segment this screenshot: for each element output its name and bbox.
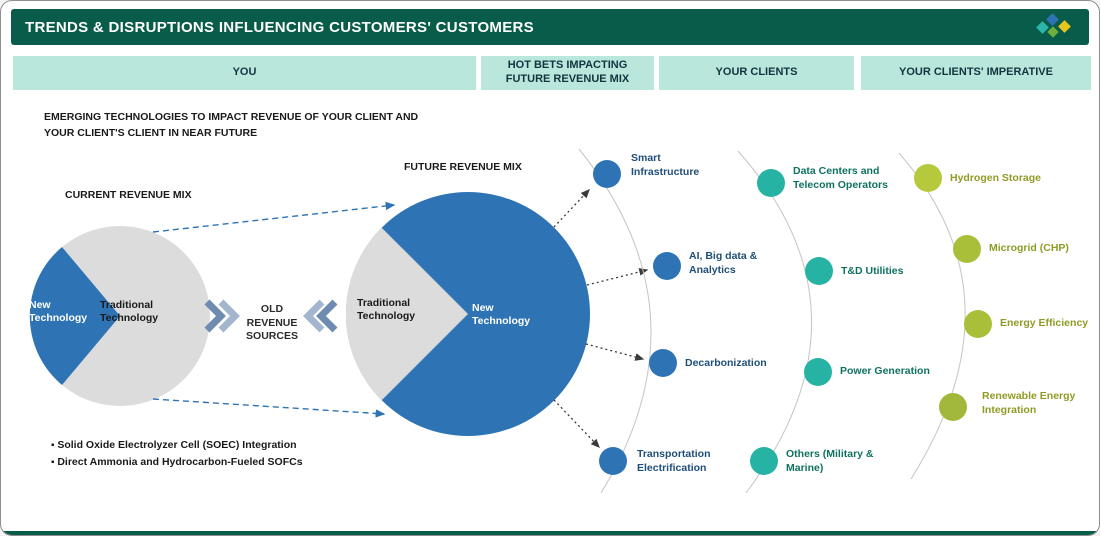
label-microgrid-chp: Microgrid (CHP)	[989, 242, 1069, 254]
chevrons-left-icon	[303, 299, 338, 333]
node-data-centers-telecom	[757, 169, 785, 197]
label-hydrogen-storage: Hydrogen Storage	[950, 172, 1042, 184]
future-revenue-mix-label: FUTURE REVENUE MIX	[404, 161, 522, 173]
footer-accent-line	[1, 531, 1099, 535]
node-renewable-energy-integration	[939, 393, 967, 421]
technology-bullet-list: Solid Oxide Electrolyzer Cell (SOEC) Int…	[51, 437, 303, 471]
node-smart-infrastructure	[593, 160, 621, 188]
bullet-direct-ammonia: Direct Ammonia and Hydrocarbon-Fueled SO…	[51, 454, 302, 471]
imperatives-arc	[898, 152, 966, 480]
column-header-your-clients: YOUR CLIENTS	[659, 56, 854, 90]
old-revenue-sources-label: OLD REVENUE SOURCES	[246, 303, 298, 343]
node-decarbonization	[649, 349, 677, 377]
label-transportation-electrification: Transportation Electrification	[637, 448, 711, 474]
label-ai-big-data: AI, Big data & Analytics	[689, 250, 758, 276]
chevrons-right-icon	[204, 299, 240, 333]
label-data-centers-telecom: Data Centers and Telecom Operators	[793, 165, 888, 191]
node-td-utilities	[805, 257, 833, 285]
node-power-generation	[804, 358, 832, 386]
clients-arc	[737, 150, 813, 494]
logo-diamond-green-icon	[1047, 26, 1059, 38]
current-pie-traditional-label: Traditional Technology	[100, 299, 159, 325]
connector-ai-big-data	[586, 268, 649, 286]
hot-bets-arc	[578, 148, 652, 494]
node-energy-efficiency	[964, 310, 992, 338]
node-microgrid-chp	[953, 235, 981, 263]
label-renewable-energy-integration: Renewable Energy Integration	[982, 390, 1076, 416]
future-pie-new-technology-label: New Technology	[472, 302, 531, 328]
label-decarbonization: Decarbonization	[685, 357, 767, 369]
brand-logo-icon	[1033, 13, 1075, 40]
label-others-military-marine: Others (Military & Marine)	[786, 448, 874, 474]
connector-decarbonization	[585, 343, 645, 361]
transition-arrow-top	[152, 201, 396, 233]
column-header-hot-bets: HOT BETS IMPACTING FUTURE REVENUE MIX	[481, 56, 654, 90]
label-smart-infrastructure: Smart Infrastructure	[631, 152, 700, 178]
column-header-clients-imperative: YOUR CLIENTS' IMPERATIVE	[861, 56, 1091, 90]
future-pie-traditional-label: Traditional Technology	[357, 297, 416, 323]
node-transportation-electrification	[599, 447, 627, 475]
node-hydrogen-storage	[914, 164, 942, 192]
label-td-utilities: T&D Utilities	[841, 265, 904, 277]
header-bar: TRENDS & DISRUPTIONS INFLUENCING CUSTOME…	[11, 9, 1089, 45]
current-pie-new-technology-label: New Technology	[29, 299, 88, 325]
column-header-you: YOU	[13, 56, 476, 90]
connector-smart-infrastructure	[553, 189, 590, 228]
label-power-generation: Power Generation	[840, 365, 930, 377]
connector-transportation	[553, 399, 600, 448]
emerging-technologies-intro: EMERGING TECHNOLOGIES TO IMPACT REVENUE …	[44, 111, 419, 140]
current-revenue-mix-label: CURRENT REVENUE MIX	[65, 189, 192, 201]
page-title: TRENDS & DISRUPTIONS INFLUENCING CUSTOME…	[25, 18, 534, 36]
label-energy-efficiency: Energy Efficiency	[1000, 317, 1089, 329]
logo-diamond-blue-icon	[1046, 13, 1059, 26]
bullet-soec-integration: Solid Oxide Electrolyzer Cell (SOEC) Int…	[51, 437, 303, 454]
node-ai-big-data	[653, 252, 681, 280]
logo-diamond-yellow-icon	[1058, 20, 1071, 33]
node-others-military-marine	[750, 447, 778, 475]
transition-arrow-bottom	[152, 398, 386, 418]
